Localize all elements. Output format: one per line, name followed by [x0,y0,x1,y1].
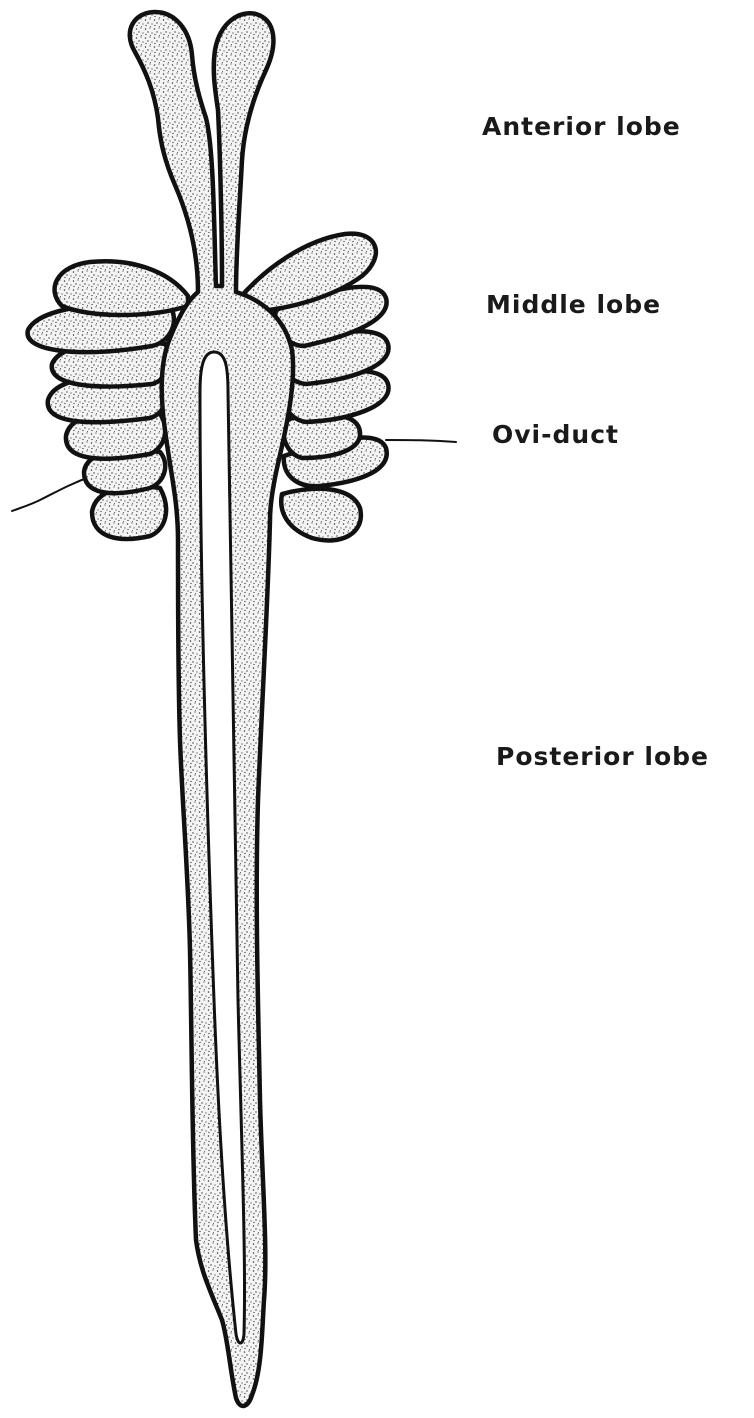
middle-lobe-label: Middle lobe [486,290,661,319]
posterior-lobe-label: Posterior lobe [496,742,709,771]
right-oviduct [386,440,456,442]
oviduct-label: Ovi-duct [492,420,619,449]
anterior-lobe-label: Anterior lobe [482,112,681,141]
left-oviduct [12,476,92,511]
